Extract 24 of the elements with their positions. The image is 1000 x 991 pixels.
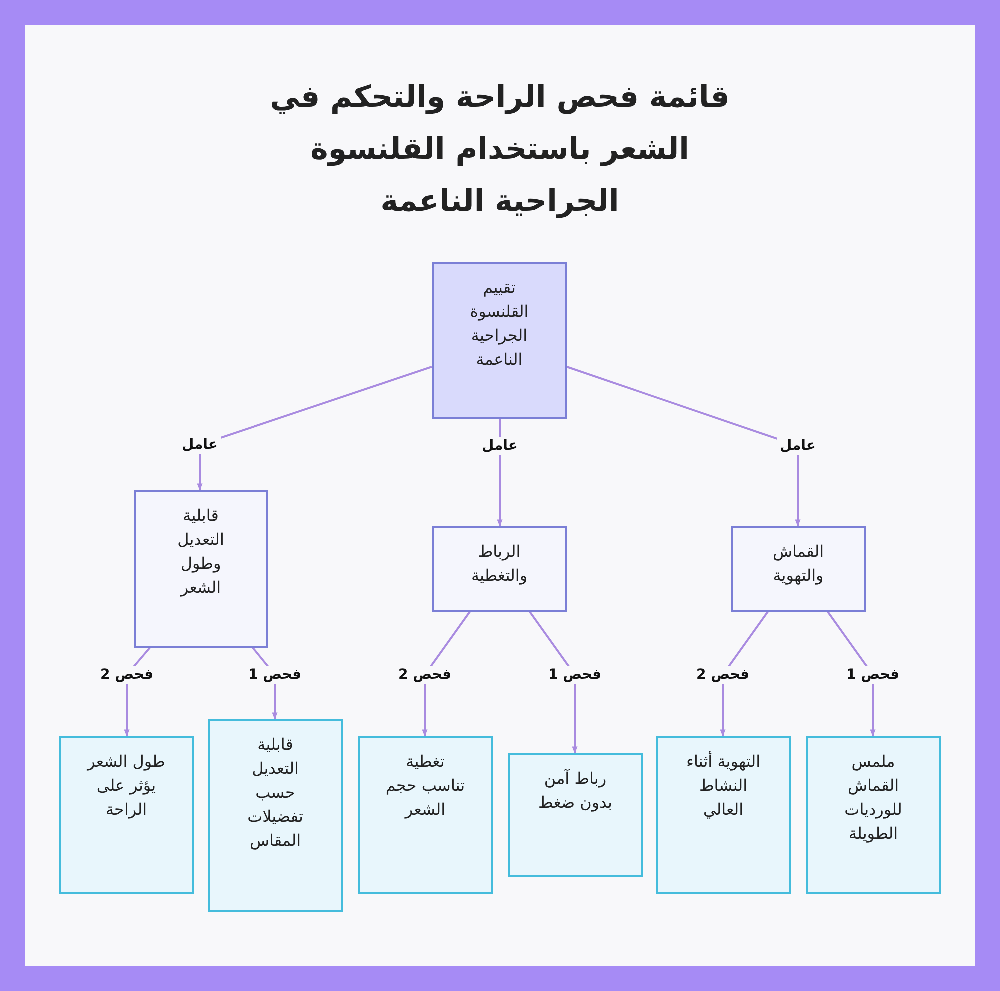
arrow [529, 611, 578, 754]
arrow [197, 366, 432, 491]
factor-box [731, 526, 866, 612]
box-text: القماش والتهوية [772, 541, 826, 587]
root-box [432, 262, 567, 419]
check-box [656, 736, 791, 894]
box-text: تقييم القلنسوة الجراحية الناعمة [469, 277, 530, 371]
factor-box [432, 526, 567, 612]
title: قائمة فحص الراحة والتحكم في الشعر باستخدام القلنسوة الجراحية الناعمة [269, 79, 731, 221]
check-box [208, 719, 343, 912]
check-box [508, 753, 643, 877]
box-text: التهوية أثناء النشاط العالي [685, 750, 762, 821]
box-text: قابلية التعديل وطول الشعر [176, 505, 226, 599]
check-box [59, 736, 194, 894]
box-text: الرباط والتغطية [470, 541, 529, 587]
box-text: طول الشعر يؤثر على الراحة [86, 751, 166, 821]
check-box [806, 736, 941, 894]
box-text: رباط آمن بدون ضغط [538, 768, 614, 814]
check-box [358, 736, 493, 894]
factor-box [134, 490, 268, 648]
box-text: ملمس القماش للورديات الطويلة [844, 751, 904, 845]
arrow [566, 366, 801, 527]
box-text: قابلية التعديل حسب تفضيلات المقاس [246, 734, 304, 852]
box-text: تغطية تناسب حجم الشعر [384, 751, 466, 821]
